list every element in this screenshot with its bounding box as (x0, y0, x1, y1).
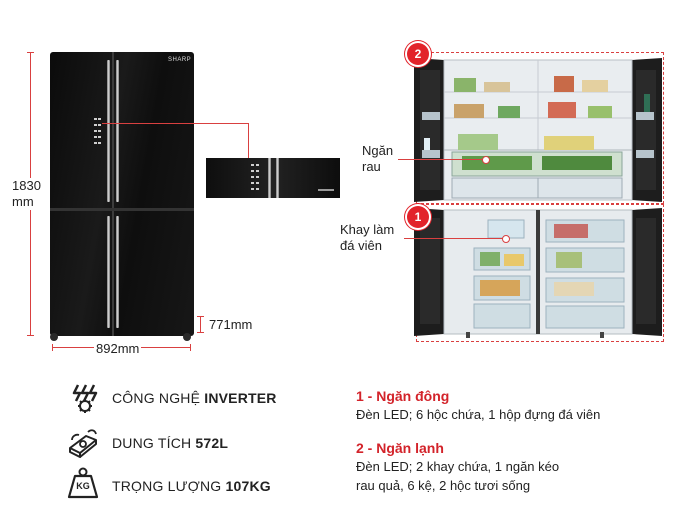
freezer-section-title: 1 - Ngăn đông (356, 388, 450, 404)
fridge-compartment-badge: 2 (407, 43, 429, 65)
door-seam-upper (112, 52, 114, 208)
freezer-compartment-badge: 1 (407, 206, 429, 228)
fridge-body: SHARP (50, 52, 194, 336)
ice-tray-line-1: Khay làm (340, 222, 395, 237)
control-panel-zoom (206, 158, 340, 198)
feature-capacity-value: 572L (195, 435, 229, 451)
feature-inverter-value: INVERTER (204, 390, 277, 406)
fridge-section-desc: Đèn LED; 2 khay chứa, 1 ngăn kéo rau quả… (356, 457, 559, 495)
depth-label: 771mm (209, 317, 253, 332)
feature-capacity-prefix: DUNG TÍCH (112, 435, 196, 451)
panel-leader-vertical (248, 123, 249, 158)
freezer-section-desc: Đèn LED; 6 hộc chứa, 1 hộp đựng đá viên (356, 405, 600, 424)
veg-drawer-leader (398, 159, 484, 160)
weight-icon-label: KG (76, 481, 90, 491)
inverter-icon (72, 384, 98, 413)
capacity-icon (69, 429, 97, 458)
fridge-foot-right (183, 333, 191, 341)
upper-right-handle (116, 60, 119, 202)
ice-tray-marker (502, 235, 510, 243)
feature-weight-prefix: TRỌNG LƯỢNG (112, 478, 226, 494)
depth-tick-bottom (197, 332, 204, 333)
height-unit: mm (12, 194, 34, 209)
brand-logo: SHARP (168, 57, 192, 63)
height-tick-top (27, 52, 34, 53)
feature-inverter-prefix: CÔNG NGHỆ (112, 390, 205, 406)
weight-icon: KG (66, 466, 100, 500)
ice-tray-callout: Khay làm đá viên (340, 222, 394, 254)
height-value: 1830 (12, 178, 41, 193)
fridge-desc-line-2: rau quả, 6 kệ, 2 hộc tươi sống (356, 478, 531, 493)
feature-weight-value: 107KG (225, 478, 271, 494)
fridge-desc-line-1: Đèn LED; 2 khay chứa, 1 ngăn kéo (356, 459, 560, 474)
door-seam-lower (112, 211, 114, 336)
compartment-seam (50, 208, 194, 211)
fridge-section-title: 2 - Ngăn lạnh (356, 440, 444, 456)
feature-capacity: DUNG TÍCH 572L (112, 435, 228, 451)
veg-drawer-line-2: rau (362, 159, 381, 174)
depth-dimension-line (200, 316, 201, 332)
panel-leader-horizontal (102, 123, 248, 124)
veg-drawer-marker (482, 156, 490, 164)
veg-drawer-callout: Ngăn rau (362, 143, 393, 175)
width-label: 892mm (94, 341, 142, 357)
control-panel (94, 118, 102, 146)
open-fridge-drawing (414, 58, 662, 338)
ice-tray-leader (404, 238, 504, 239)
ice-tray-line-2: đá viên (340, 238, 382, 253)
freezer-desc-line-1: Đèn LED; 6 hộc chứa, 1 hộp đựng đá viên (356, 407, 601, 422)
veg-drawer-line-1: Ngăn (362, 143, 394, 158)
upper-left-handle (107, 60, 110, 202)
lower-right-handle (116, 216, 119, 328)
feature-weight: TRỌNG LƯỢNG 107KG (112, 478, 271, 494)
fridge-foot-left (50, 333, 58, 341)
feature-inverter: CÔNG NGHỆ INVERTER (112, 390, 277, 406)
height-label: 1830 mm (12, 178, 46, 210)
height-tick-bottom (27, 335, 34, 336)
lower-left-handle (107, 216, 110, 328)
